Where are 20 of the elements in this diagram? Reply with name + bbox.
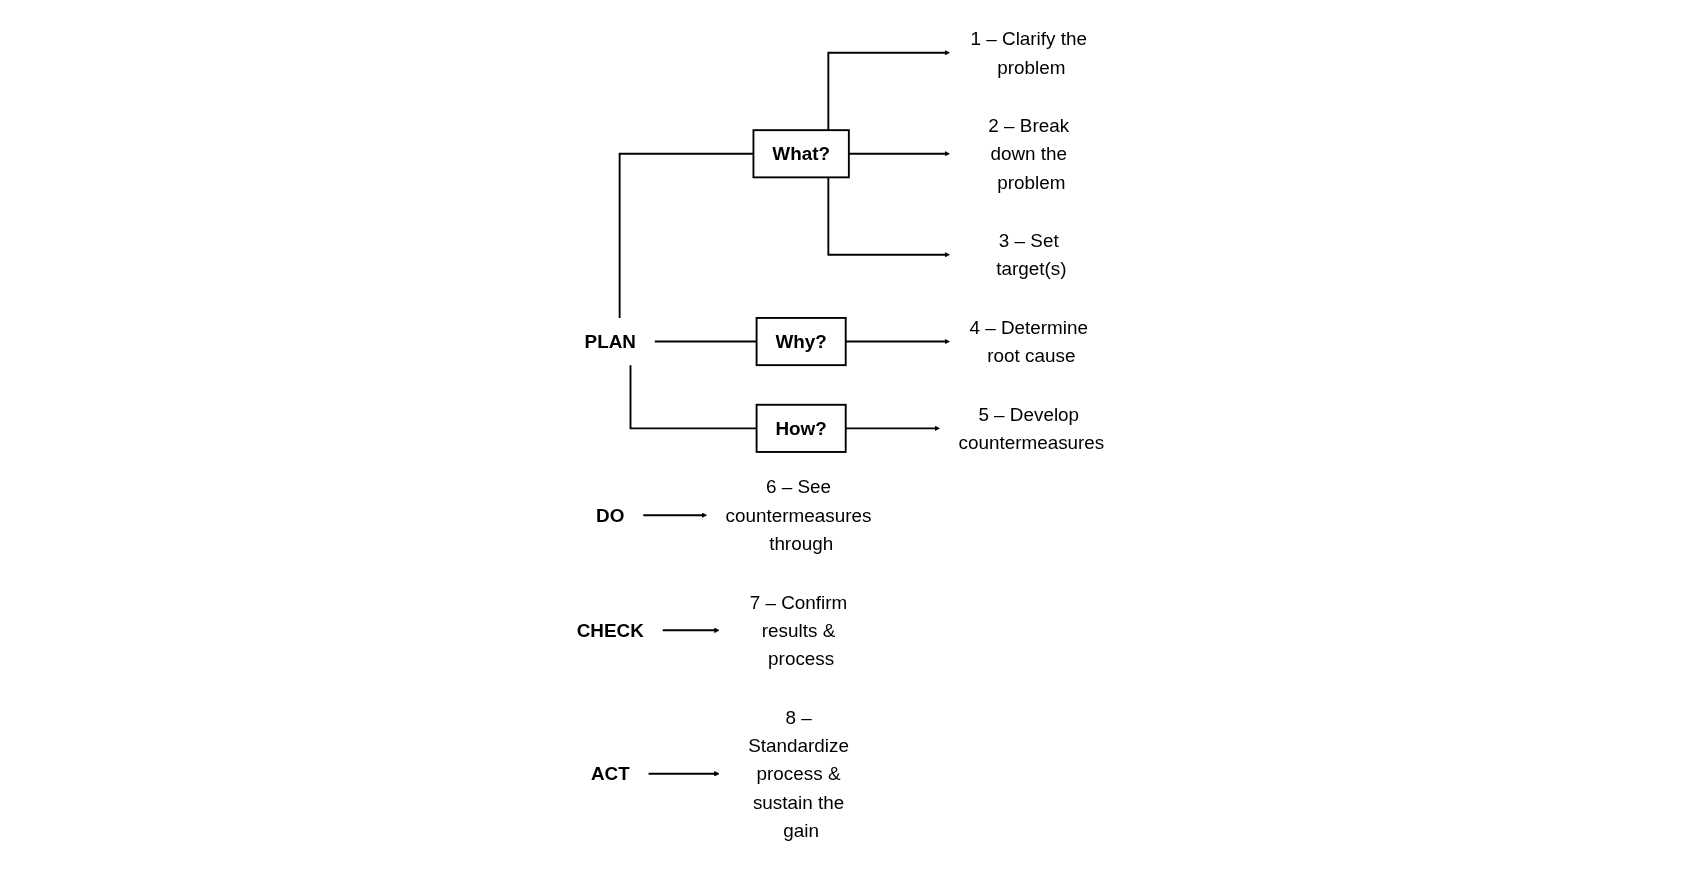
node-box: Why? — [755, 317, 847, 367]
arrow — [827, 176, 950, 258]
node-text: CHECK — [576, 619, 644, 641]
node-text: 6 – See countermeasures through — [725, 476, 872, 554]
node-text: 1 – Clarify the problem — [970, 28, 1087, 78]
node-text: 5 – Develop countermeasures — [958, 403, 1105, 453]
node-text: 4 – Determine root cause — [969, 317, 1089, 367]
arrow — [661, 627, 720, 634]
node-text: ACT — [590, 763, 630, 785]
arrow — [647, 771, 720, 777]
node-text: 3 – Set target(s) — [996, 230, 1067, 280]
node-text: 2 – Break down the problem — [988, 115, 1070, 193]
node-box: How? — [755, 403, 847, 453]
arrow — [827, 50, 950, 132]
arrow — [642, 512, 707, 518]
node-text: PLAN — [584, 331, 636, 352]
node-text: DO — [596, 504, 625, 526]
node-text: 8 – Standardize process & sustain the gain — [748, 706, 849, 841]
node-text: 7 – Confirm results & process — [749, 591, 848, 670]
node-box: What? — [752, 129, 850, 179]
